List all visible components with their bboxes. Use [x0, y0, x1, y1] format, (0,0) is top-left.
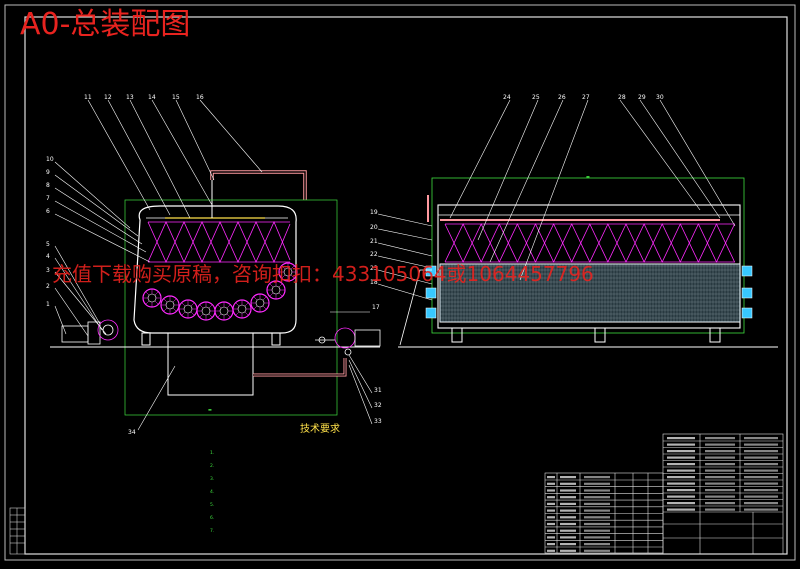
roller-brush — [278, 262, 298, 282]
part-number-label: 10 — [46, 156, 54, 163]
roller-brush — [266, 280, 286, 300]
requirement-item: 7. — [210, 529, 215, 534]
part-number-label: 11 — [84, 94, 92, 101]
side-frame-outline — [431, 177, 745, 334]
drawing-title: A0-总装配图 — [20, 7, 191, 42]
svg-text:▬: ▬ — [208, 407, 212, 412]
part-number-label: 22 — [370, 251, 378, 258]
side-truss-net — [444, 223, 735, 263]
requirement-item: 3. — [210, 477, 215, 482]
roller-brush — [142, 288, 162, 308]
part-number-label: 12 — [104, 94, 112, 101]
part-number-label: 20 — [370, 224, 378, 231]
svg-text:▬: ▬ — [586, 174, 590, 179]
part-number-label: 33 — [374, 418, 382, 425]
inner-frame — [24, 16, 788, 555]
technical-requirements-list: 1. 2. 3. 4. 5. 6. 7. — [210, 447, 450, 538]
part-number-label: 23 — [370, 265, 378, 272]
part-number-label: 15 — [172, 94, 180, 101]
leader-lines-side — [377, 99, 736, 301]
roller-brush — [160, 295, 180, 315]
requirement-item: 6. — [210, 516, 215, 521]
return-pipe — [253, 358, 347, 377]
requirement-item: 5. — [210, 503, 215, 508]
roller-brush — [196, 301, 216, 321]
part-number-label: 24 — [503, 94, 511, 101]
part-number-label: 14 — [148, 94, 156, 101]
part-number-label: 32 — [374, 402, 382, 409]
roller-brush — [214, 301, 234, 321]
conveyor-hatching — [439, 264, 740, 322]
tank-housing — [133, 205, 297, 334]
side-support-frame — [399, 269, 432, 346]
outer-frame — [4, 4, 796, 561]
end-bearings — [425, 265, 753, 319]
top-pipe — [210, 170, 307, 200]
truss-net — [147, 220, 291, 264]
leader-lines-front — [54, 99, 373, 431]
technical-requirements-title: 技术要求 — [300, 424, 340, 435]
part-number-label: 6 — [46, 208, 50, 215]
part-number-label: 18 — [370, 279, 378, 286]
part-number-label: 8 — [46, 182, 50, 189]
part-number-label: 17 — [372, 304, 380, 311]
part-number-label: 9 — [46, 169, 50, 176]
part-number-label: 1 — [46, 301, 50, 308]
part-number-label: 3 — [46, 267, 50, 274]
water-pump-right — [315, 327, 381, 356]
drive-motor-left — [61, 319, 119, 345]
requirement-item: 2. — [210, 464, 215, 469]
part-number-label: 26 — [558, 94, 566, 101]
side-legs — [398, 327, 778, 348]
title-block-scribbles — [547, 437, 778, 552]
part-number-label: 13 — [126, 94, 134, 101]
title-block — [662, 433, 784, 555]
side-view: ▬ — [398, 174, 778, 348]
part-number-label: 31 — [374, 387, 382, 394]
foundation-outline — [124, 199, 338, 416]
requirement-item: 4. — [210, 490, 215, 495]
part-number-label: 27 — [582, 94, 590, 101]
part-number-label: 34 — [128, 429, 136, 436]
roller-brush — [232, 299, 252, 319]
water-pit — [167, 332, 254, 396]
part-number-label: 7 — [46, 195, 50, 202]
part-number-label: 19 — [370, 209, 378, 216]
revision-strip — [9, 507, 26, 555]
part-number-label: 2 — [46, 283, 50, 290]
support-legs — [50, 332, 380, 348]
front-view: ▬ — [50, 170, 381, 416]
watermark-text: 充值下载购买原稿，咨询扣扣：433105064或1064457796 — [52, 262, 594, 286]
roller-brushes — [142, 262, 298, 321]
part-number-label: 25 — [532, 94, 540, 101]
part-number-label: 4 — [46, 253, 50, 260]
requirement-item: 1. — [210, 451, 215, 456]
part-number-label: 16 — [196, 94, 204, 101]
roller-brush — [178, 299, 198, 319]
part-number-label: 29 — [638, 94, 646, 101]
part-number-label: 28 — [618, 94, 626, 101]
part-number-label: 30 — [656, 94, 664, 101]
parts-list-table — [544, 472, 664, 554]
part-number-label: 5 — [46, 241, 50, 248]
roller-brush — [250, 293, 270, 313]
part-number-label: 21 — [370, 238, 378, 245]
